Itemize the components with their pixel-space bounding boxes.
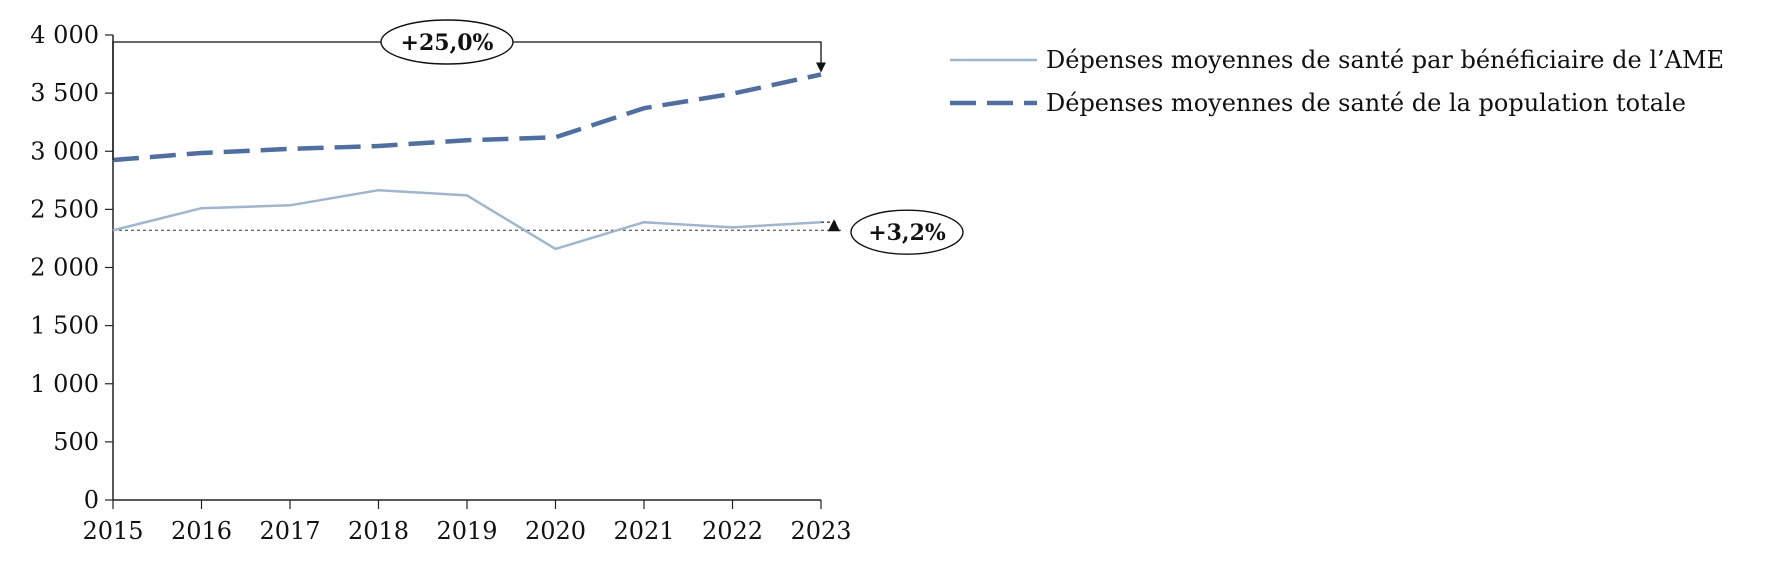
growth-label-total: +25,0% <box>401 30 494 56</box>
legend-label-1: Dépenses moyennes de santé de la populat… <box>1046 89 1686 117</box>
y-tick-label: 4 000 <box>30 21 99 49</box>
y-tick-label: 500 <box>53 428 99 456</box>
y-tick-label: 1 500 <box>30 312 99 340</box>
y-tick-label: 0 <box>84 486 99 514</box>
annotations: +25,0% +3,2% <box>112 19 964 255</box>
y-tick-label: 2 500 <box>30 195 99 223</box>
growth-badge-ame <box>850 209 964 255</box>
x-tick-label: 2019 <box>436 517 497 545</box>
x-tick-label: 2015 <box>82 517 143 545</box>
axes: 0 500 1 000 1 500 2 000 2 500 3 000 3 500 4 000 2… <box>30 21 851 545</box>
x-tick-label: 2020 <box>525 517 586 545</box>
series-line-1 <box>112 72 822 163</box>
x-tick-label: 2018 <box>348 517 409 545</box>
x-tick-label: 2021 <box>613 517 674 545</box>
series-line-0 <box>112 188 822 251</box>
y-tick-label: 1 000 <box>30 370 99 398</box>
y-tick-label: 3 000 <box>30 137 99 165</box>
y-tick-label: 2 000 <box>30 254 99 282</box>
x-tick-label: 2016 <box>171 517 232 545</box>
y-tick-label: 3 500 <box>30 79 99 107</box>
series-layer <box>112 72 822 251</box>
up-arrow-icon <box>828 219 840 232</box>
legend-label-0: Dépenses moyennes de santé par bénéficia… <box>1046 46 1724 74</box>
legend: Dépenses moyennes de santé par bénéficia… <box>950 46 1724 117</box>
growth-badge-total <box>380 19 514 65</box>
x-tick-label: 2022 <box>702 517 763 545</box>
x-tick-label: 2017 <box>259 517 320 545</box>
down-arrow-icon <box>816 62 826 73</box>
x-tick-label: 2023 <box>790 517 851 545</box>
growth-label-ame: +3,2% <box>868 220 946 246</box>
